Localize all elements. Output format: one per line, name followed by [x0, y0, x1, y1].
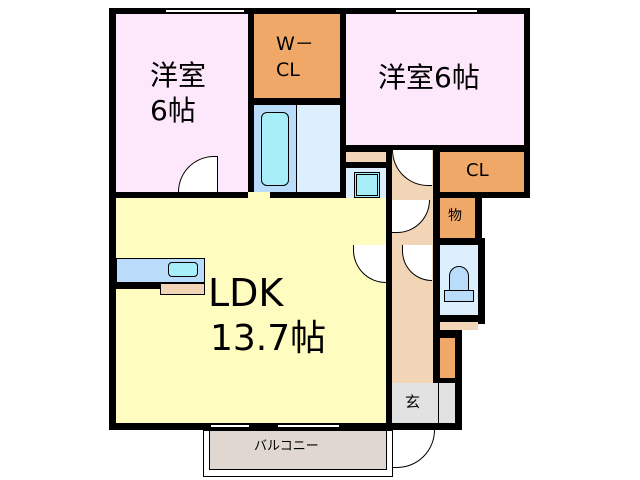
balcony-label: バルコニー: [254, 439, 319, 454]
western-room-right-label: 洋室6帖: [378, 61, 480, 94]
washer-icon: [354, 172, 380, 198]
entrance-label: 玄: [405, 393, 421, 411]
ldk: [248, 192, 270, 238]
ldk-name: LDK: [208, 271, 284, 315]
entrance-door-swing: [392, 430, 435, 468]
window: [210, 424, 250, 428]
storage: [440, 198, 475, 238]
closet-label: CL: [466, 160, 489, 181]
ldk-size: 13.7帖: [210, 318, 327, 359]
toilet-tank-icon: [444, 290, 474, 302]
closet: [440, 152, 524, 192]
western-room-left-name: 洋室: [150, 59, 207, 92]
walk-in-closet-label-1: W－: [276, 33, 314, 55]
walk-in-closet-label-2: CL: [276, 59, 300, 81]
kitchen-sink-icon: [168, 262, 198, 277]
bathtub-icon: [261, 112, 289, 186]
western-room-left: [116, 14, 248, 192]
wall: [116, 283, 160, 289]
window: [395, 9, 478, 13]
window: [277, 424, 340, 428]
entrance: [392, 383, 455, 423]
window: [165, 9, 245, 13]
walk-in-closet: [254, 14, 340, 98]
shelf: [346, 152, 386, 162]
western-room-right: [346, 14, 524, 145]
shelf: [440, 322, 478, 330]
kitchen-stove: [160, 283, 205, 295]
divider: [438, 383, 439, 423]
storage-label: 物: [448, 208, 462, 224]
western-room-left-size: 6帖: [150, 94, 196, 127]
shoe-closet: [440, 338, 455, 378]
balcony: [209, 430, 387, 470]
